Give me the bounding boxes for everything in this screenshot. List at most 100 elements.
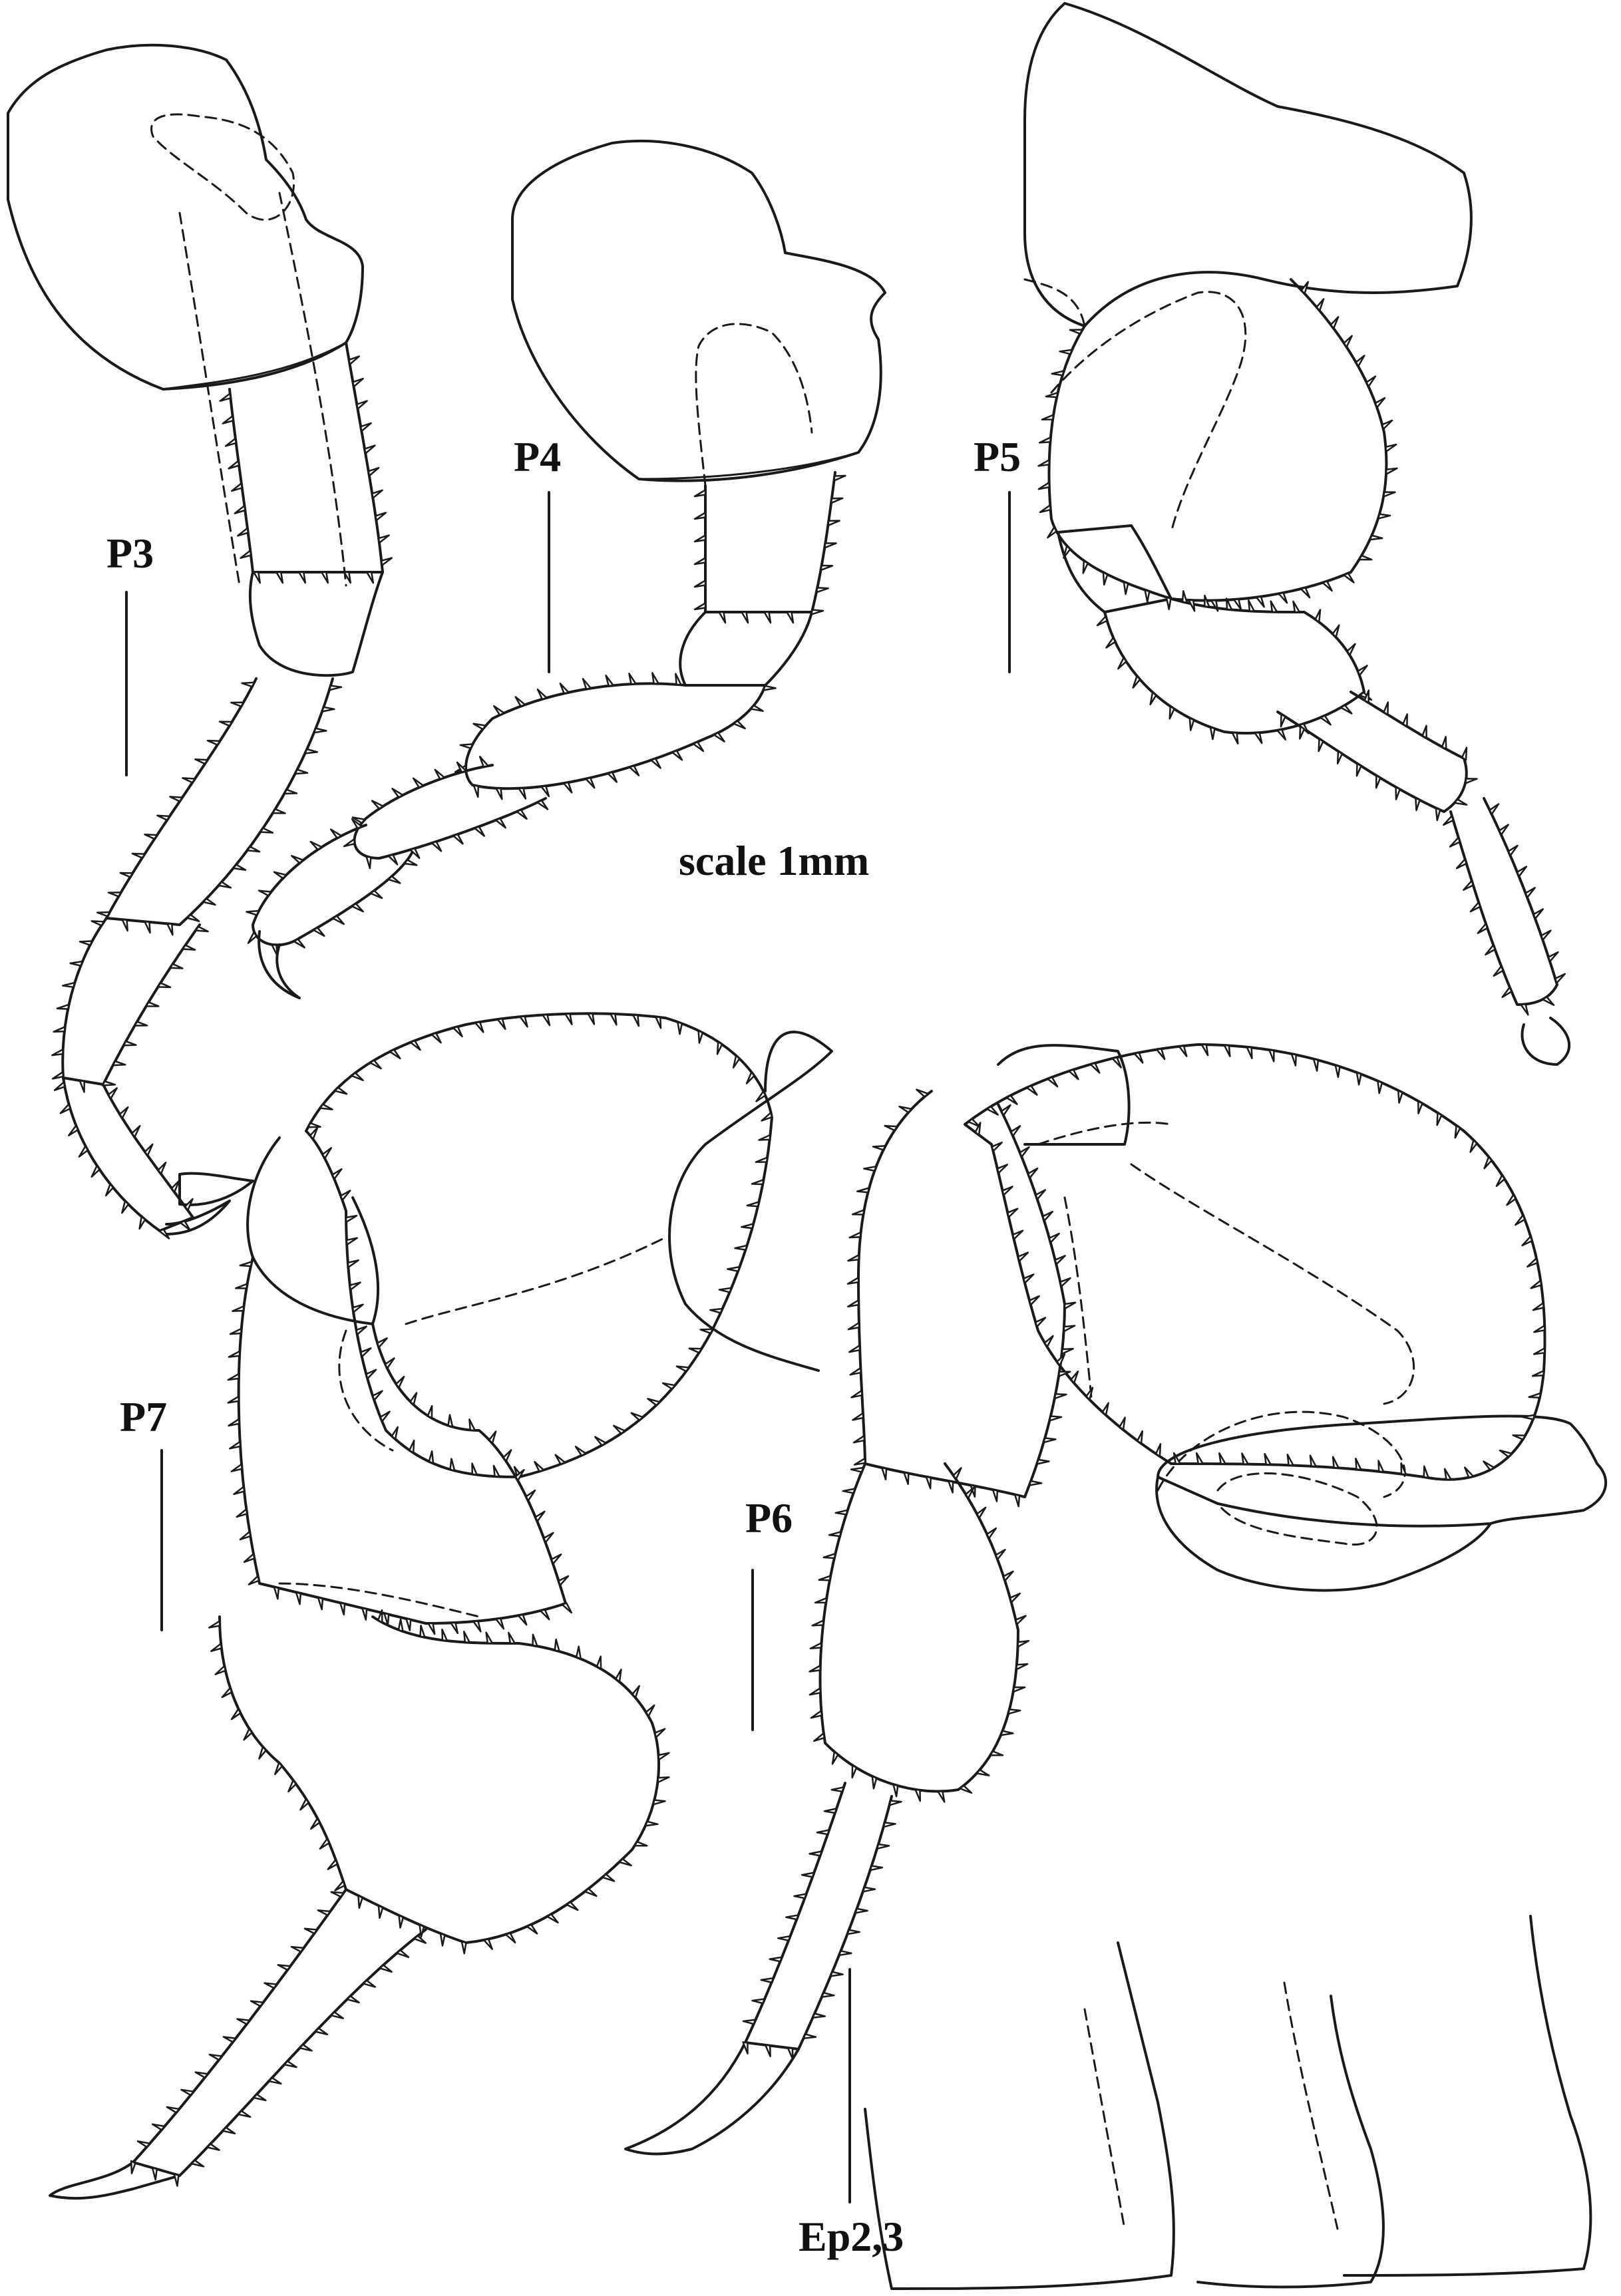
setal-spine — [472, 1620, 482, 1633]
setal-spine — [375, 512, 387, 522]
setal-spine — [742, 2019, 757, 2025]
setal-spine — [1355, 762, 1362, 777]
epimeron-3 — [1196, 1995, 1385, 2289]
setal-spine — [441, 1628, 449, 1642]
setal-spine — [763, 611, 772, 624]
setal-spine — [822, 1552, 836, 1559]
setal-spine — [1498, 824, 1509, 836]
setal-spine — [169, 796, 184, 802]
setal-spine — [134, 1021, 148, 1027]
setal-spine — [1499, 1449, 1513, 1458]
setal-spine — [236, 1508, 248, 1518]
p7-propodus — [132, 1888, 427, 2177]
setal-spine — [478, 756, 489, 768]
setal-spine — [1477, 923, 1489, 934]
setal-spine — [431, 1032, 442, 1044]
setal-spine — [863, 1165, 877, 1172]
setal-spine — [1264, 1452, 1272, 1466]
setal-spine — [229, 1440, 242, 1450]
setal-spine — [869, 1865, 884, 1872]
setal-spine — [1132, 675, 1141, 689]
setal-spine — [283, 2060, 297, 2068]
setal-spine — [657, 1776, 670, 1784]
setal-spine — [299, 1798, 309, 1811]
setal-spine — [1085, 1387, 1094, 1400]
setal-spine — [518, 787, 527, 800]
setal-spine — [1355, 355, 1365, 367]
setal-spine — [51, 1048, 64, 1057]
setal-spine — [888, 1800, 902, 1806]
setal-spine — [1532, 1347, 1546, 1355]
p4-dactylus — [258, 930, 301, 999]
setal-spine — [1547, 951, 1559, 963]
setal-spine — [732, 1055, 741, 1068]
setal-spine — [1332, 1456, 1340, 1469]
epimeron-2 — [864, 1941, 1175, 2290]
setal-spine — [449, 1458, 456, 1472]
setal-spine — [630, 1412, 644, 1421]
setal-spine — [1102, 572, 1109, 586]
setal-spine — [995, 1548, 1006, 1561]
setal-spine — [119, 872, 134, 878]
setal-spine — [1255, 595, 1265, 608]
setal-spine — [741, 1223, 755, 1230]
setal-spine — [243, 1553, 256, 1563]
p4-basis — [703, 471, 836, 613]
setal-spine — [848, 1344, 861, 1353]
setal-spine — [876, 1843, 890, 1850]
setal-spine — [377, 534, 390, 544]
setal-spine — [1377, 513, 1391, 520]
setal-spine — [1343, 335, 1353, 348]
setal-spine — [347, 1259, 359, 1269]
setal-spine — [1225, 597, 1233, 611]
setal-spine — [309, 840, 323, 851]
setal-spine — [1507, 844, 1519, 857]
setal-spine — [1123, 581, 1129, 595]
setal-spine — [607, 771, 618, 783]
setal-spine — [1023, 1273, 1035, 1284]
setal-spine — [550, 1554, 562, 1565]
setal-spine — [351, 902, 364, 913]
setal-spine — [925, 1476, 932, 1490]
setal-spine — [194, 758, 209, 765]
setal-spine — [1292, 600, 1301, 613]
setal-spine — [1322, 580, 1333, 592]
setal-spine — [846, 1929, 860, 1935]
setal-spine — [1133, 1052, 1144, 1064]
setal-spine — [1493, 965, 1504, 977]
setal-spine — [248, 1575, 260, 1585]
setal-spine — [349, 1281, 361, 1291]
p7-ischium — [246, 1136, 380, 1325]
setal-spine — [131, 1125, 141, 1138]
setal-spine — [830, 1786, 845, 1793]
setal-spine — [847, 1321, 860, 1331]
setal-spine — [495, 787, 503, 800]
setal-spine — [974, 1122, 982, 1136]
setal-spine — [1377, 1080, 1383, 1094]
setal-spine — [1059, 1277, 1071, 1287]
setal-spine — [1355, 1071, 1362, 1086]
setal-spine — [1485, 944, 1496, 956]
setal-spine — [1343, 572, 1355, 583]
setal-spine — [151, 2123, 166, 2131]
setal-spine — [733, 720, 746, 730]
setal-spine — [1169, 705, 1175, 720]
setal-spine — [419, 1625, 426, 1639]
setal-spine — [462, 1631, 471, 1644]
setal-spine — [240, 550, 252, 560]
setal-spine — [1037, 481, 1051, 490]
setal-spine — [59, 1103, 71, 1114]
setal-spine — [494, 817, 507, 829]
setal-spine — [157, 982, 172, 989]
setal-spine — [787, 2047, 794, 2060]
setal-spine — [850, 1466, 864, 1473]
setal-spine — [574, 1446, 587, 1456]
setal-spine — [1280, 713, 1286, 728]
setal-spine — [377, 1609, 383, 1623]
p3-ischium — [248, 571, 384, 677]
setal-spine — [1002, 1570, 1014, 1582]
setal-spine — [243, 1728, 253, 1741]
setal-spine — [1540, 929, 1552, 941]
setal-spine — [1248, 599, 1256, 613]
setal-spine — [898, 1105, 913, 1114]
